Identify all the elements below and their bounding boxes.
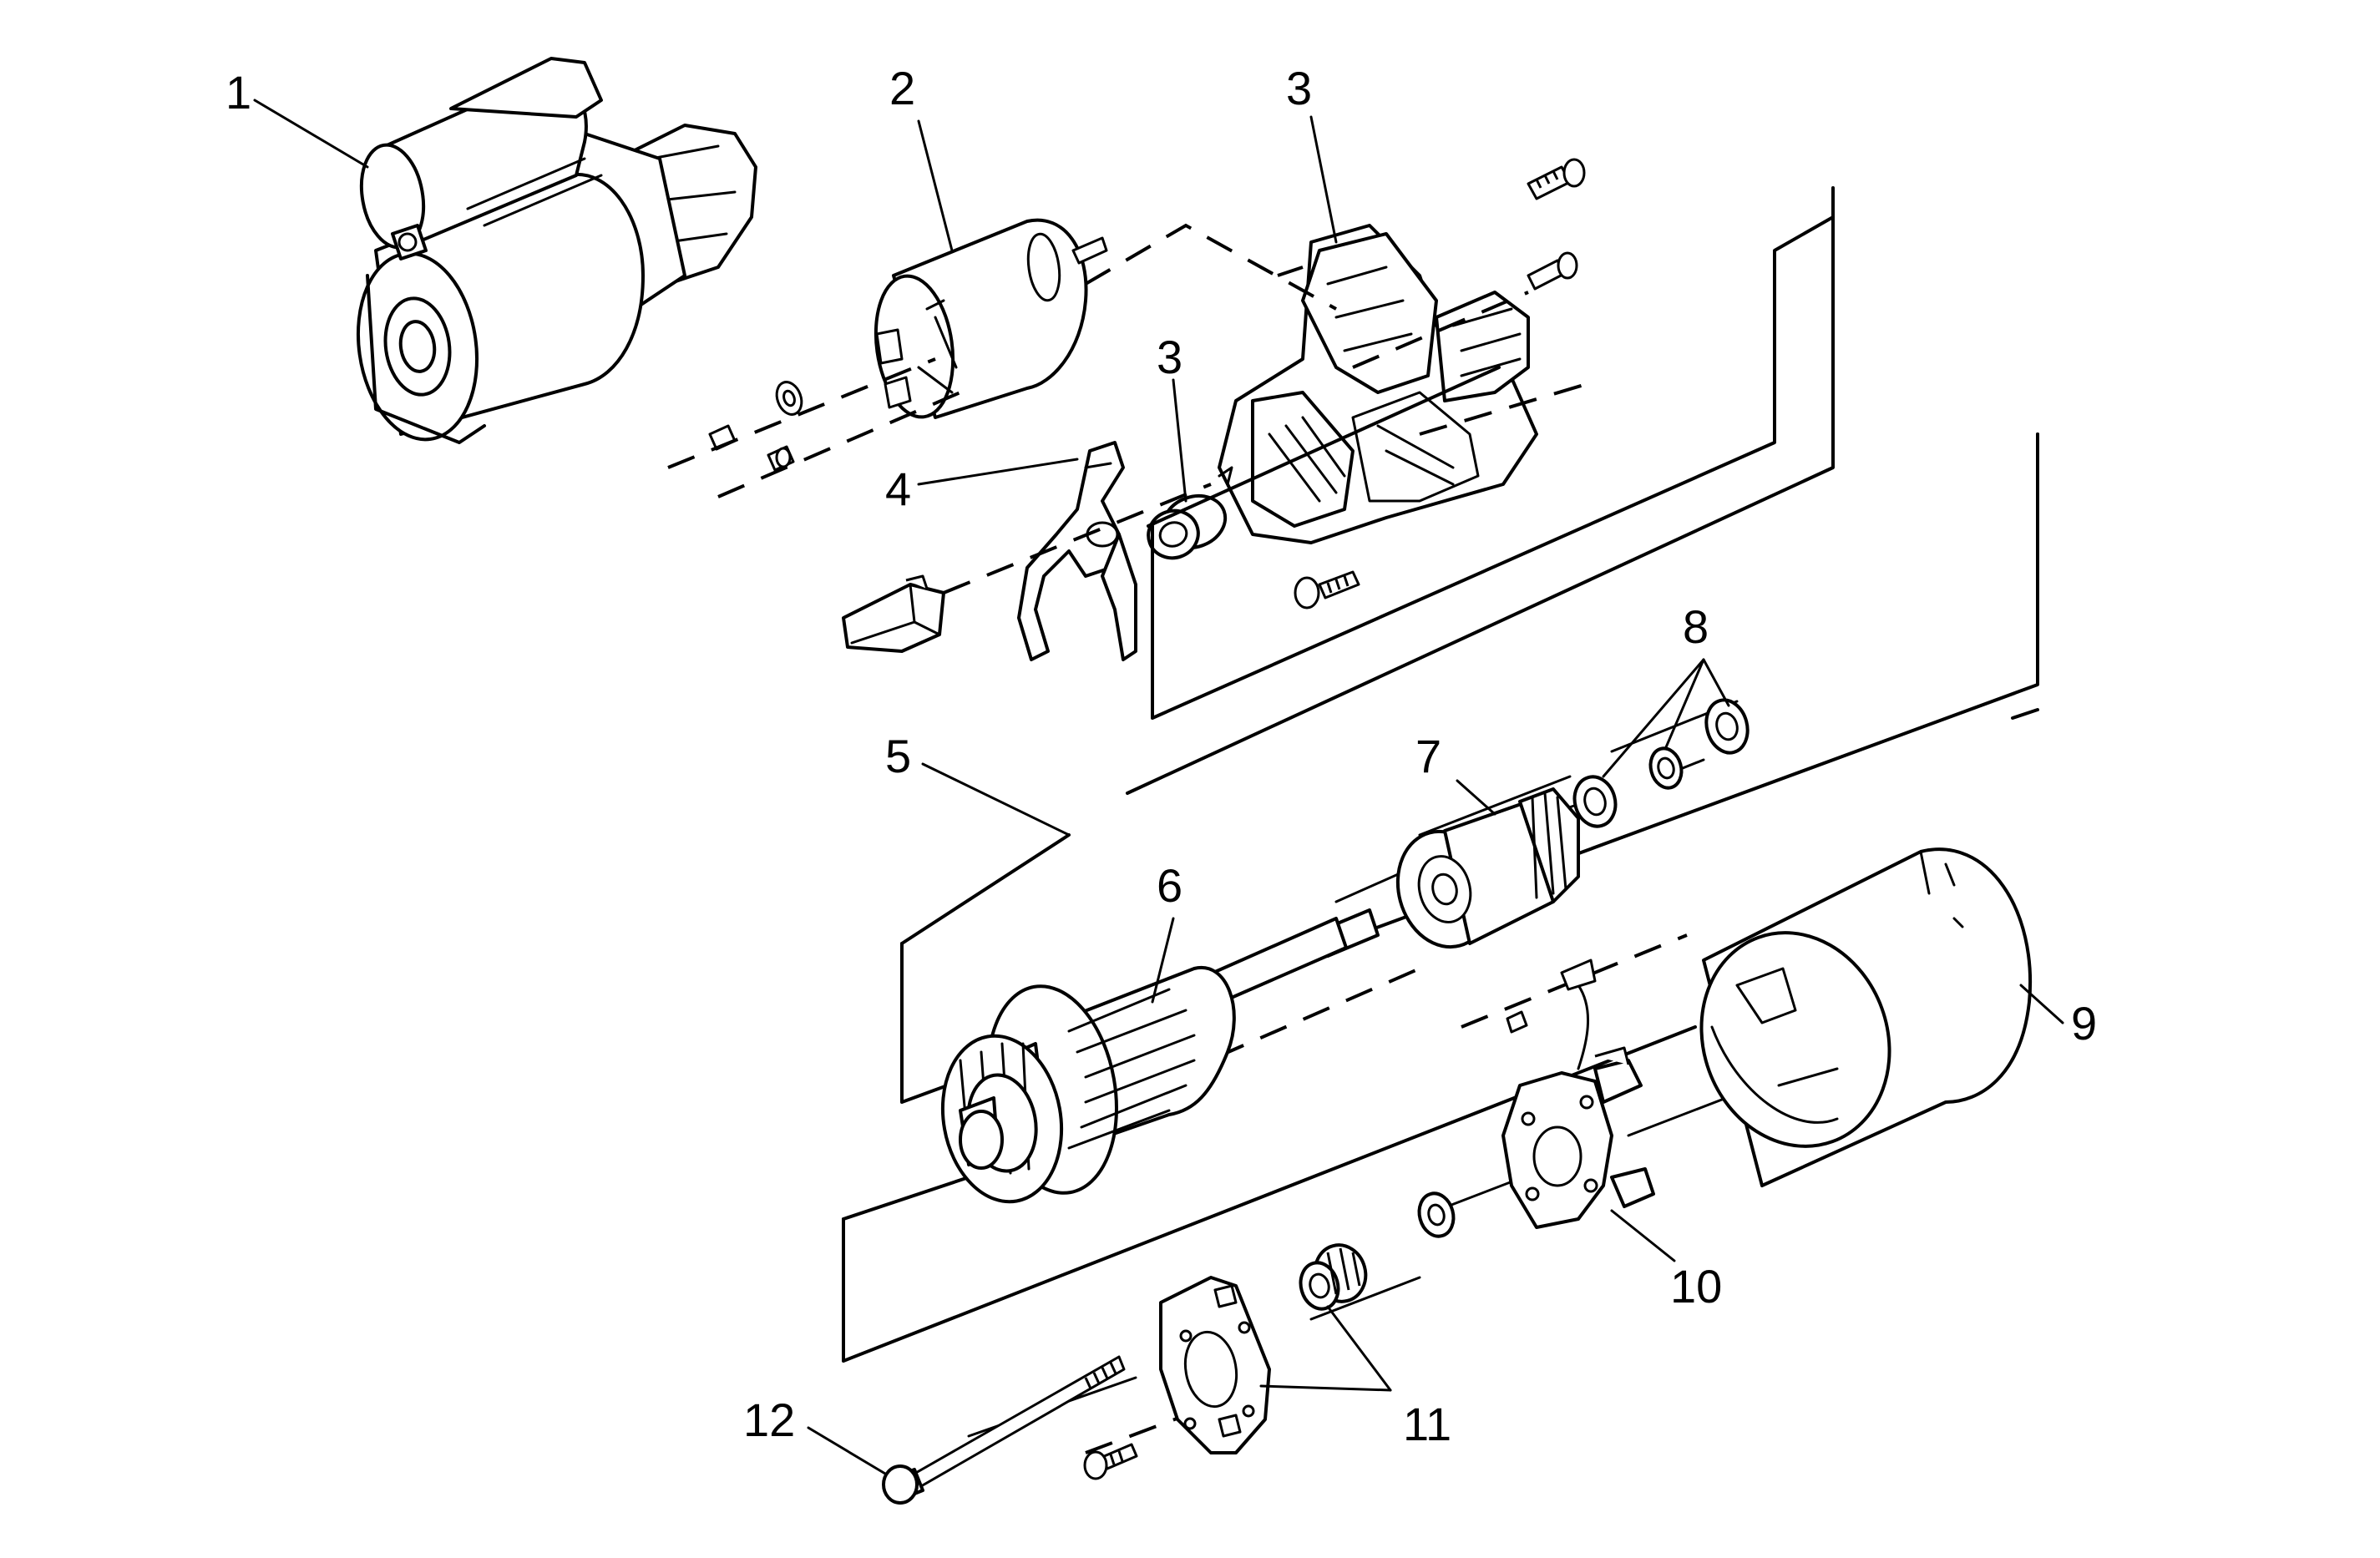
retaining-rings — [1572, 698, 1750, 828]
assembled-starter-motor — [356, 57, 757, 444]
drive-pinion — [1395, 787, 1580, 949]
callout-4: 4 — [885, 463, 911, 515]
housing-bolts — [1294, 158, 1586, 610]
callout-1: 1 — [225, 66, 251, 119]
callout-3-bushing: 3 — [1157, 331, 1182, 383]
solenoid — [874, 218, 1108, 419]
commutator-end-bushing — [1299, 1243, 1368, 1311]
plunger-link — [842, 574, 945, 653]
end-frame-screw — [1083, 1443, 1138, 1480]
callout-10: 10 — [1670, 1260, 1722, 1313]
commutator-end-frame — [1159, 1276, 1271, 1454]
solenoid-nuts-washers — [708, 381, 803, 472]
callout-6: 6 — [1157, 859, 1182, 912]
callout-12: 12 — [743, 1394, 795, 1446]
callout-11: 11 — [1403, 1398, 1451, 1450]
armature — [940, 908, 1380, 1204]
drive-end-housing — [1218, 224, 1538, 544]
callout-9: 9 — [2071, 997, 2097, 1050]
field-frame-housing — [1699, 847, 2033, 1187]
through-bolt — [882, 1355, 1126, 1505]
callout-7: 7 — [1415, 730, 1441, 782]
callout-5: 5 — [885, 730, 911, 782]
drive-bushing — [1147, 466, 1233, 560]
callout-3-housing: 3 — [1286, 62, 1312, 114]
callout-labels: 1 2 3 3 4 5 6 7 8 9 10 11 12 — [225, 62, 2097, 1450]
brush-holder-plate — [1417, 959, 1655, 1238]
callout-8: 8 — [1683, 600, 1709, 653]
leader-lines — [253, 99, 2064, 1475]
callout-2: 2 — [889, 62, 915, 114]
shift-lever — [1017, 441, 1137, 661]
